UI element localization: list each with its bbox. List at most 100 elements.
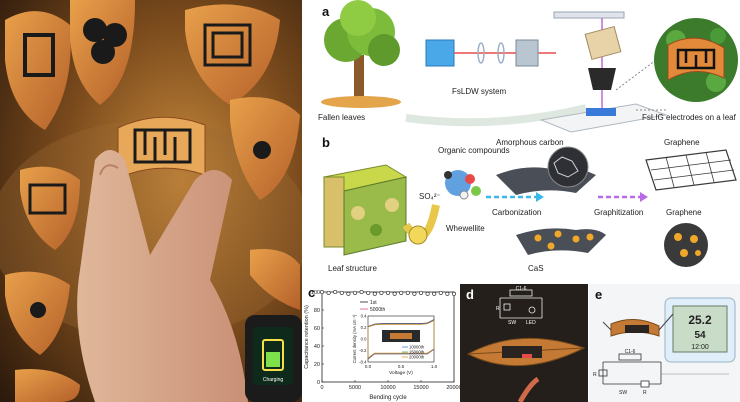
graphene-sheet [645, 149, 737, 191]
inset-legend-label-1: 10000th [409, 345, 425, 350]
inset-y-tick-2: 0.0 [361, 337, 367, 342]
inset-x-tick-0: 0.0 [365, 364, 372, 369]
circuit-e-c: C1-6 [625, 349, 636, 355]
inset-y-tick-0: -0.4 [359, 360, 367, 365]
x-axis-label: Bending cycle [369, 395, 407, 401]
retention-point [405, 290, 410, 295]
circuit-e-r1: R [593, 372, 597, 378]
label-graphene-sheet: Graphene [664, 138, 700, 147]
retention-point [366, 290, 371, 295]
label-system: FsLDW system [452, 87, 507, 96]
retention-point [339, 290, 344, 295]
label-carbonization: Carbonization [492, 208, 541, 217]
label-electrodes: FsLIG electrodes on a leaf [642, 113, 737, 122]
inset-x-tick-2: 1.0 [431, 364, 438, 369]
leaf-led-photo: C1-6 R SW LED [460, 284, 588, 402]
inset-device-leaf [390, 333, 412, 339]
label-whewellite: Whewellite [446, 224, 485, 233]
retention-point [372, 291, 377, 296]
retention-point [432, 291, 437, 296]
inset-x-label: Voltage (V) [389, 370, 413, 376]
retention-point [451, 291, 457, 296]
label-amorphous: Amorphous carbon [496, 138, 564, 147]
cv-curve-5 [367, 320, 435, 359]
label-graphene-ball: Graphene [666, 208, 702, 217]
fallen-leaves-pile [321, 96, 401, 108]
retention-point [438, 290, 443, 295]
inset-x-tick-1: 0.5 [398, 364, 405, 369]
inset-y-tick-1: -0.2 [359, 348, 367, 353]
objective-lens [588, 68, 616, 90]
y-tick-label-0: 0 [317, 380, 320, 386]
panel-e-photo: 25.2 54 12:00 C1-6 R SW R [589, 284, 740, 402]
y-tick-label-3: 60 [314, 326, 320, 332]
leaf-hand-photo: Charging [0, 0, 302, 402]
circuit-d-r: R [496, 306, 500, 312]
retention-point [346, 291, 351, 296]
retention-point [445, 291, 450, 296]
panel-b-letter: b [322, 135, 330, 150]
leaf-cube-side [343, 176, 407, 256]
thermo-hum: 54 [694, 330, 706, 341]
retention-point [352, 290, 358, 295]
graphene-ball [664, 223, 708, 267]
tree-trunk [354, 55, 364, 100]
circuit-e-r2: R [643, 390, 647, 396]
legend-label-2: 5000th [370, 307, 386, 313]
circuit-e-sw: SW [619, 390, 627, 396]
retention-point [425, 291, 430, 296]
inset-y-tick-4: 0.4 [361, 314, 367, 319]
thermo-time: 12:00 [691, 344, 709, 351]
legend-label-1: 1st [370, 300, 377, 306]
hand [77, 150, 248, 402]
thermo-temp: 25.2 [688, 313, 712, 327]
y-tick-label-2: 40 [314, 344, 320, 350]
x-tick-label-4: 20000 [446, 385, 460, 391]
y-tick-label-5: 100 [311, 290, 320, 296]
y-tick-label-4: 80 [314, 308, 320, 314]
led-icon [522, 354, 532, 358]
panel-a-illustration: FsLDW system Fallen leaves FsLIG electro… [318, 0, 738, 133]
panel-c-letter: c [308, 285, 316, 300]
circuit-d-c: C1-6 [516, 286, 527, 292]
x-tick-label-2: 10000 [380, 385, 395, 391]
label-organic: Organic compounds [438, 146, 510, 155]
label-graphitization: Graphitization [594, 208, 643, 217]
x-tick-label-3: 15000 [413, 385, 428, 391]
retention-point [326, 290, 331, 295]
amorphous-zoom [547, 146, 589, 188]
circuit-d-led: LED [526, 320, 536, 326]
x-tick-label-0: 0 [320, 385, 323, 391]
watch-label: Charging [263, 377, 284, 383]
panel-e-letter: e [595, 287, 603, 302]
inset-y-tick-3: 0.2 [361, 325, 367, 330]
y-axis-label: Capacitance retention (%) [304, 305, 310, 369]
inset-legend-label-3: 20000th [409, 355, 425, 360]
panel-d-photo: C1-6 R SW LED [460, 284, 588, 402]
left-photo: Charging [0, 0, 302, 402]
thermometer-photo: 25.2 54 12:00 C1-6 R SW R [589, 284, 740, 402]
retention-chart: 0 5000 10000 15000 20000 0 20 40 60 80 100Bending … [304, 289, 460, 401]
retention-point [385, 290, 391, 295]
x-tick-label-1: 5000 [349, 385, 361, 391]
retention-point [399, 290, 404, 295]
retention-point [379, 290, 384, 295]
electrode-pattern-icon [23, 33, 55, 77]
retention-point [418, 290, 424, 295]
circuit-d-sw: SW [508, 320, 516, 326]
label-leaf-structure: Leaf structure [328, 264, 377, 273]
label-fallen-leaves: Fallen leaves [318, 113, 365, 122]
retention-point [333, 289, 338, 295]
panel-d-letter: d [466, 287, 474, 302]
label-cas: CaS [528, 264, 544, 273]
label-so4: SO₄²⁻ [419, 192, 441, 201]
galvo-mirror [584, 25, 622, 61]
retention-point [412, 291, 417, 296]
leaf-top-right [185, 4, 280, 105]
retention-point [392, 291, 397, 296]
y-tick-label-1: 20 [314, 362, 320, 368]
retention-point [319, 289, 325, 295]
retention-point [359, 289, 364, 295]
battery-icon [262, 339, 284, 371]
inset-legend-label-2: 15000th [409, 350, 425, 355]
